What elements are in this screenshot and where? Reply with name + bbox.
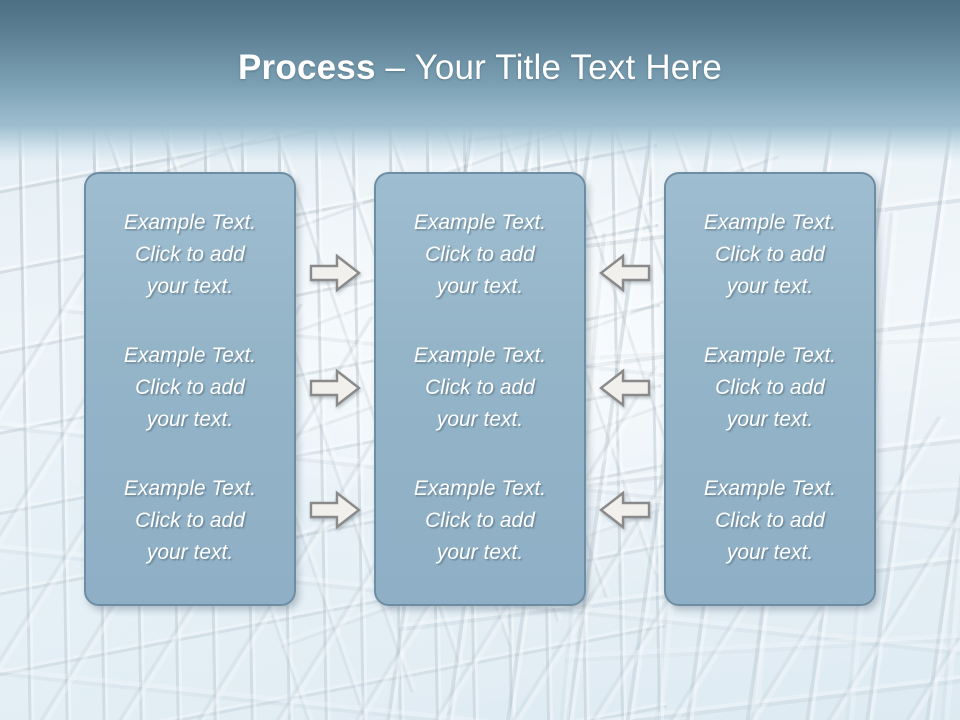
- arrow-right-icon[interactable]: [309, 368, 361, 408]
- arrow-right-icon[interactable]: [309, 253, 361, 293]
- process-column-3[interactable]: Example Text. Click to add your text. Ex…: [664, 172, 876, 606]
- arrow-left-icon[interactable]: [599, 368, 651, 408]
- process-cell-3-3[interactable]: Example Text. Click to add your text.: [703, 477, 837, 565]
- process-cell-3-1[interactable]: Example Text. Click to add your text.: [703, 210, 837, 298]
- process-cell-1-2[interactable]: Example Text. Click to add your text.: [123, 343, 257, 431]
- process-cell-1-3[interactable]: Example Text. Click to add your text.: [123, 477, 257, 565]
- arrow-left-icon[interactable]: [599, 253, 651, 293]
- process-cell-2-2[interactable]: Example Text. Click to add your text.: [413, 343, 547, 431]
- process-cell-2-1[interactable]: Example Text. Click to add your text.: [413, 210, 547, 298]
- process-cell-3-2[interactable]: Example Text. Click to add your text.: [703, 343, 837, 431]
- process-column-2[interactable]: Example Text. Click to add your text. Ex…: [374, 172, 586, 606]
- arrow-left-icon[interactable]: [599, 490, 651, 530]
- header-band: [0, 0, 960, 162]
- process-cell-2-3[interactable]: Example Text. Click to add your text.: [413, 477, 547, 565]
- page-title-strong: Process: [238, 48, 376, 87]
- page-title-light: – Your Title Text Here: [375, 48, 722, 87]
- page-title: Process – Your Title Text Here: [0, 46, 960, 90]
- process-column-1[interactable]: Example Text. Click to add your text. Ex…: [84, 172, 296, 606]
- process-cell-1-1[interactable]: Example Text. Click to add your text.: [123, 210, 257, 298]
- arrow-right-icon[interactable]: [309, 490, 361, 530]
